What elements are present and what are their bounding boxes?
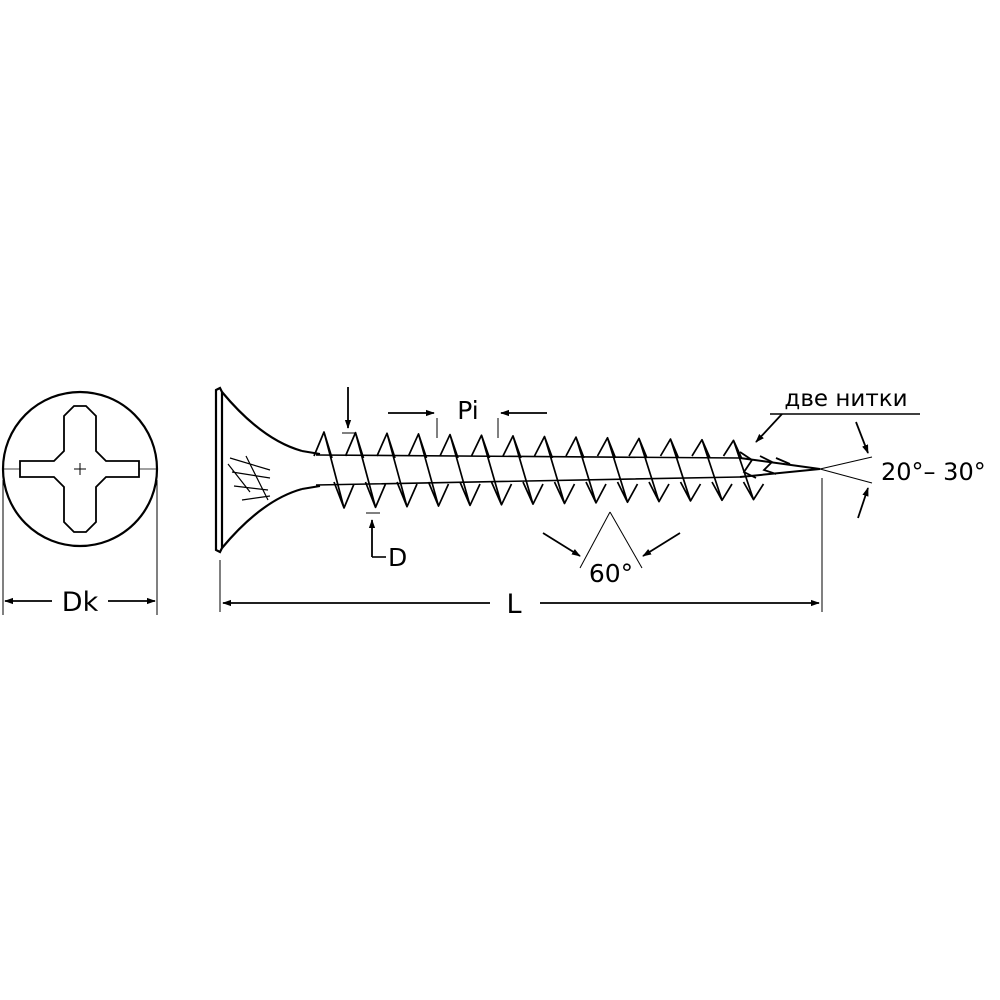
- phillips-cross-recess-icon: [19, 405, 140, 533]
- tip-angle-arrow-top: [855, 421, 869, 454]
- thread-flight: [628, 437, 670, 503]
- dimension-tip-angle: 20°– 30°: [819, 421, 986, 519]
- core-edges: [315, 454, 741, 486]
- dimension-d: D: [342, 387, 407, 572]
- tip-angle-line-bottom: [819, 468, 873, 484]
- lead-threads-arrow: [755, 413, 783, 443]
- tip-angle-label: 20°– 30°: [881, 458, 986, 486]
- lead-threads: [739, 451, 791, 479]
- thread-flights: [313, 431, 765, 509]
- lead-threads-label: две нитки: [784, 386, 907, 412]
- thread-flight: [596, 436, 639, 504]
- angle-arrow-left: [542, 532, 581, 557]
- angle-arrow-right: [642, 532, 681, 557]
- recess-shading: [227, 455, 271, 501]
- dimension-pi: Pi: [388, 396, 547, 438]
- thread-flight: [502, 435, 544, 505]
- thread-flight: [313, 431, 355, 509]
- pi-label: Pi: [457, 396, 478, 425]
- angle-line-left: [579, 511, 611, 569]
- d-label: D: [388, 543, 407, 572]
- thread-flight: [533, 435, 576, 505]
- thread-flight: [659, 438, 702, 502]
- thread-flight: [376, 432, 418, 508]
- thread-flight: [565, 436, 607, 504]
- head-cone-bottom: [221, 487, 303, 549]
- thread-flight: [344, 431, 387, 509]
- thread-flight: [407, 433, 450, 507]
- thread-flight: [470, 434, 513, 506]
- l-label: L: [506, 589, 521, 620]
- dimension-thread-angle: 60°: [542, 511, 681, 588]
- thread-flight: [722, 439, 765, 501]
- head-end-view: [1, 390, 159, 548]
- head-cone-top: [221, 391, 303, 453]
- shank: [301, 450, 321, 490]
- tip-angle-line-top: [819, 456, 873, 470]
- thread-flight: [691, 438, 733, 502]
- dk-label: Dk: [62, 587, 99, 618]
- thread-flight: [439, 433, 481, 507]
- angle-line-right: [609, 511, 643, 569]
- screw-side-view: [214, 386, 821, 554]
- callout-lead-threads: две нитки: [755, 386, 920, 443]
- dimension-l: L: [219, 478, 823, 620]
- dimension-dk: Dk: [2, 480, 158, 618]
- tip-angle-arrow-bottom: [857, 487, 869, 519]
- head-face: [214, 386, 224, 554]
- thread-angle-label: 60°: [589, 559, 633, 588]
